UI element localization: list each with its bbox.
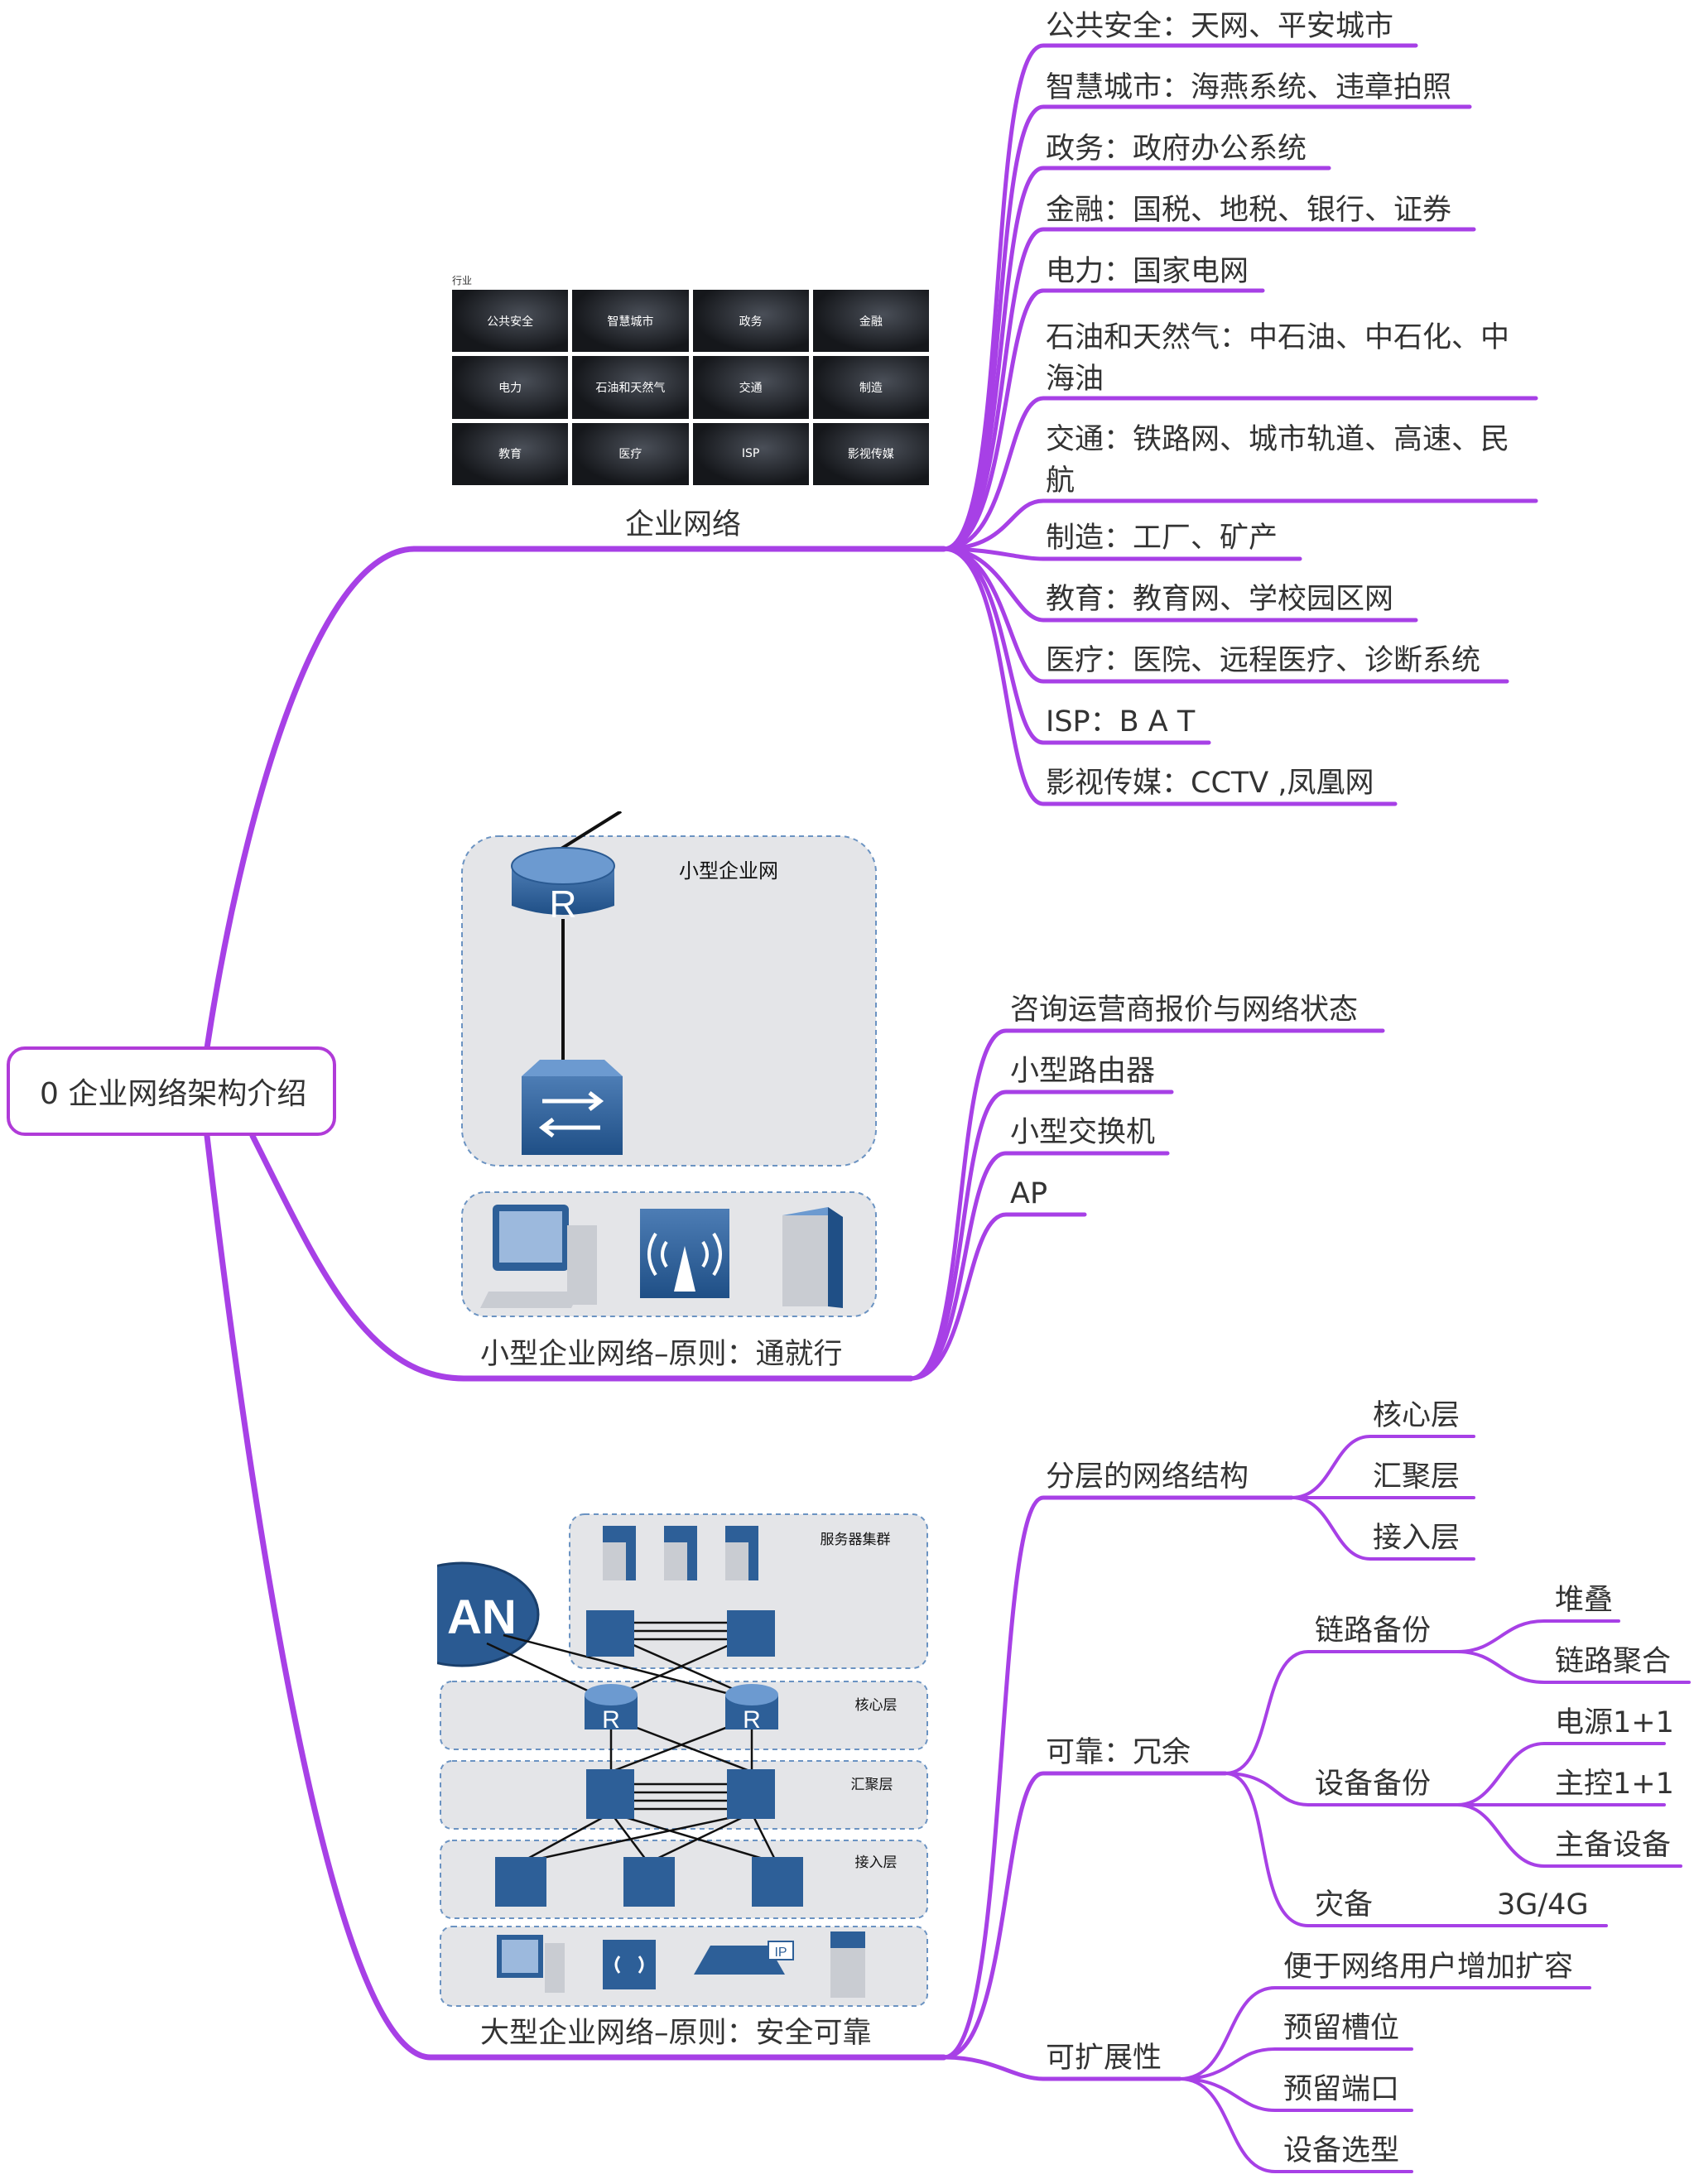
access-switch-icon <box>495 1857 803 1907</box>
enterprise-item[interactable]: 智慧城市：海燕系统、违章拍照 <box>1046 71 1452 104</box>
industry-cell: 教育 <box>452 422 569 485</box>
device-backup-item[interactable]: 电源1+1 <box>1555 1706 1674 1739</box>
small-item[interactable]: 咨询运营商报价与网络状态 <box>1010 993 1359 1027</box>
industry-image: 公共安全 智慧城市 政务 金融 电力 石油和天然气 交通 制造 教育 医疗 IS… <box>452 290 929 485</box>
router-icon: R R <box>585 1684 778 1734</box>
router-icon: R <box>511 847 615 926</box>
industry-cell: 制造 <box>812 356 929 419</box>
router-letter: R <box>549 883 576 926</box>
computer-icon <box>497 1935 565 1993</box>
reliable-device-backup[interactable]: 设备备份 <box>1315 1768 1432 1801</box>
access-point-icon <box>603 1940 656 1989</box>
disaster-item[interactable]: 3G/4G <box>1497 1888 1589 1922</box>
small-zone-label: 小型企业网 <box>679 860 778 883</box>
enterprise-item[interactable]: 石油和天然气：中石油、中石化、中海油 <box>1046 321 1510 396</box>
root-label: 0 企业网络架构介绍 <box>40 1077 307 1111</box>
enterprise-item[interactable]: 金融：国税、地税、银行、证券 <box>1046 194 1452 227</box>
scalable-item[interactable]: 便于网络用户增加扩容 <box>1283 1951 1574 1984</box>
device-backup-item[interactable]: 主备设备 <box>1555 1829 1672 1862</box>
enterprise-item[interactable]: ISP：B A T <box>1046 705 1196 738</box>
link-backup-item[interactable]: 链路聚合 <box>1555 1645 1672 1678</box>
large-item-reliable[interactable]: 可靠：冗余 <box>1046 1736 1191 1769</box>
industry-image-title: 行业 <box>452 275 473 286</box>
scalable-item[interactable]: 设备选型 <box>1283 2134 1400 2167</box>
industry-cell: 影视传媒 <box>812 422 929 485</box>
core-switch-icon <box>586 1610 775 1657</box>
industry-cell: 公共安全 <box>452 290 569 353</box>
scalable-item[interactable]: 预留端口 <box>1283 2073 1400 2106</box>
enterprise-item[interactable]: 公共安全：天网、平安城市 <box>1046 10 1394 43</box>
industry-cell: 医疗 <box>572 422 689 485</box>
industry-cell: 交通 <box>692 356 809 419</box>
enterprise-item[interactable]: 交通：铁路网、城市轨道、高速、民航 <box>1046 423 1510 498</box>
branch-enterprise[interactable]: 企业网络 <box>625 508 742 541</box>
root-node[interactable]: 0 企业网络架构介绍 <box>7 1046 336 1136</box>
industry-cell: 智慧城市 <box>572 290 689 353</box>
large-item-scalable[interactable]: 可扩展性 <box>1046 2042 1162 2075</box>
server-icon <box>830 1931 865 1998</box>
layered-item[interactable]: 接入层 <box>1373 1522 1461 1555</box>
small-item[interactable]: 小型路由器 <box>1010 1055 1156 1088</box>
reliable-link-backup[interactable]: 链路备份 <box>1315 1614 1432 1648</box>
link-backup-item[interactable]: 堆叠 <box>1555 1584 1614 1617</box>
server-icon <box>782 1207 843 1308</box>
small-item[interactable]: AP <box>1010 1177 1048 1210</box>
layered-item[interactable]: 汇聚层 <box>1373 1460 1461 1494</box>
computer-icon <box>480 1205 597 1308</box>
router-letter: R <box>602 1706 620 1734</box>
large-network-image: AN 服务器集群 R R 核 <box>437 1511 931 2008</box>
enterprise-item[interactable]: 电力：国家电网 <box>1046 255 1249 288</box>
device-backup-item[interactable]: 主控1+1 <box>1555 1768 1674 1801</box>
enterprise-item[interactable]: 医疗：医院、远程医疗、诊断系统 <box>1046 644 1481 677</box>
core-layer-label: 核心层 <box>855 1697 898 1713</box>
router-letter: R <box>743 1706 761 1734</box>
reliable-disaster[interactable]: 灾备 <box>1315 1888 1374 1922</box>
layered-item[interactable]: 核心层 <box>1373 1399 1461 1432</box>
aggregation-layer-label: 汇聚层 <box>851 1777 893 1792</box>
branch-large[interactable]: 大型企业网络–原则：安全可靠 <box>480 2017 872 2050</box>
scalable-item[interactable]: 预留槽位 <box>1283 2012 1400 2045</box>
industry-cell: 金融 <box>812 290 929 353</box>
industry-cell: 政务 <box>692 290 809 353</box>
server-cluster-label: 服务器集群 <box>821 1532 891 1547</box>
ip-phone-icon: IP <box>694 1941 794 1975</box>
industry-cell: ISP <box>692 422 809 485</box>
access-point-icon <box>640 1209 729 1298</box>
branch-small[interactable]: 小型企业网络–原则：通就行 <box>480 1338 843 1371</box>
switch-icon <box>522 1060 623 1155</box>
small-item[interactable]: 小型交换机 <box>1010 1116 1156 1149</box>
enterprise-item[interactable]: 制造：工厂、矿产 <box>1046 522 1278 555</box>
ip-phone-label: IP <box>774 1946 787 1960</box>
industry-cell: 电力 <box>452 356 569 419</box>
enterprise-item[interactable]: 教育：教育网、学校园区网 <box>1046 583 1394 616</box>
enterprise-item[interactable]: 政务：政府办公系统 <box>1046 132 1307 166</box>
industry-cell: 石油和天然气 <box>572 356 689 419</box>
access-layer-label: 接入层 <box>855 1854 898 1870</box>
large-item-layered[interactable]: 分层的网络结构 <box>1046 1460 1249 1494</box>
aggregation-switch-icon <box>586 1769 775 1819</box>
enterprise-item[interactable]: 影视传媒：CCTV ,凤凰网 <box>1046 767 1374 800</box>
small-network-image: R 小型企业网 <box>439 811 899 1325</box>
